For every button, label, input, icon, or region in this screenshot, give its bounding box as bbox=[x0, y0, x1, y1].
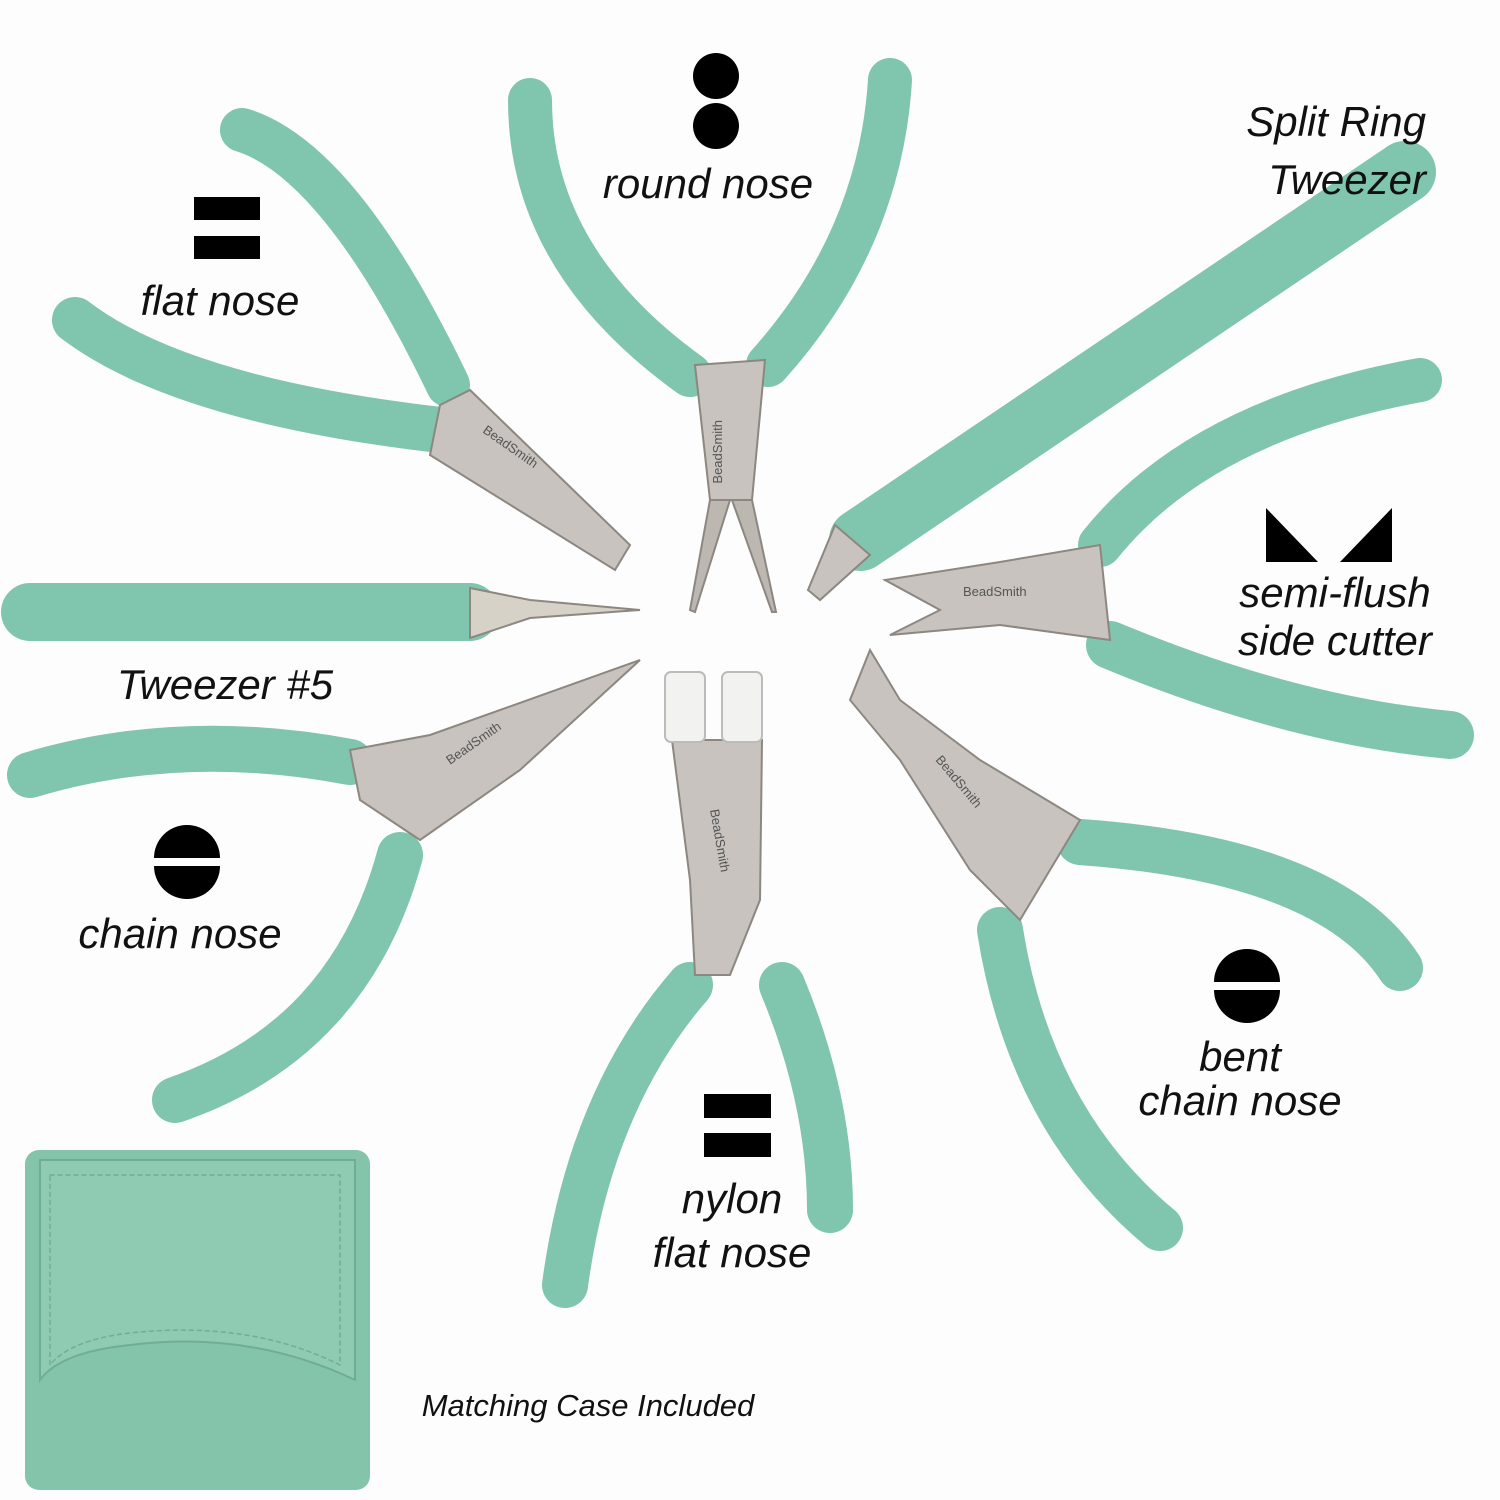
round-nose-pliers bbox=[508, 58, 912, 614]
label-semi-flush-line2: side cutter bbox=[1238, 617, 1432, 664]
bent-chain-nose-pliers bbox=[848, 647, 1423, 1251]
brand-engraving: BeadSmith bbox=[963, 584, 1027, 599]
matching-case bbox=[25, 1150, 370, 1490]
label-nylon-line2: flat nose bbox=[652, 1229, 812, 1276]
brand-engraving: BeadSmith bbox=[710, 420, 725, 484]
label-round-nose: round nose bbox=[602, 160, 814, 207]
pliers-handle bbox=[220, 108, 470, 407]
label-matching-case: Matching Case Included bbox=[421, 1388, 755, 1423]
label-tweezer-5: Tweezer #5 bbox=[116, 661, 334, 708]
nylon-flat-nose-profile-icon bbox=[704, 1094, 771, 1157]
label-flat-nose: flat nose bbox=[140, 277, 300, 324]
chain-nose-profile-icon bbox=[154, 825, 220, 899]
side-cutter bbox=[881, 358, 1474, 759]
pliers-handle bbox=[52, 297, 463, 453]
flat-nose-pliers bbox=[52, 108, 632, 572]
tweezer-5 bbox=[1, 583, 641, 641]
label-nylon-line1: nylon bbox=[681, 1175, 783, 1222]
label-semi-flush-line1: semi-flush bbox=[1239, 569, 1431, 616]
side-cutter-profile-icon bbox=[1266, 508, 1392, 562]
label-bent-chain-line1: bent bbox=[1199, 1033, 1281, 1080]
chain-nose-pliers bbox=[7, 659, 641, 1123]
nylon-flat-nose-pliers bbox=[542, 671, 853, 1308]
round-nose-profile-icon bbox=[693, 53, 739, 149]
flat-nose-profile-icon bbox=[194, 197, 260, 259]
bent-chain-nose-profile-icon bbox=[1214, 949, 1280, 1023]
label-bent-chain-line2: chain nose bbox=[1138, 1077, 1342, 1124]
label-split-ring-line1: Split Ring bbox=[1246, 98, 1426, 145]
split-ring-tweezer bbox=[806, 141, 1436, 602]
label-split-ring-line2: Tweezer bbox=[1268, 156, 1426, 203]
label-chain-nose: chain nose bbox=[78, 910, 282, 957]
